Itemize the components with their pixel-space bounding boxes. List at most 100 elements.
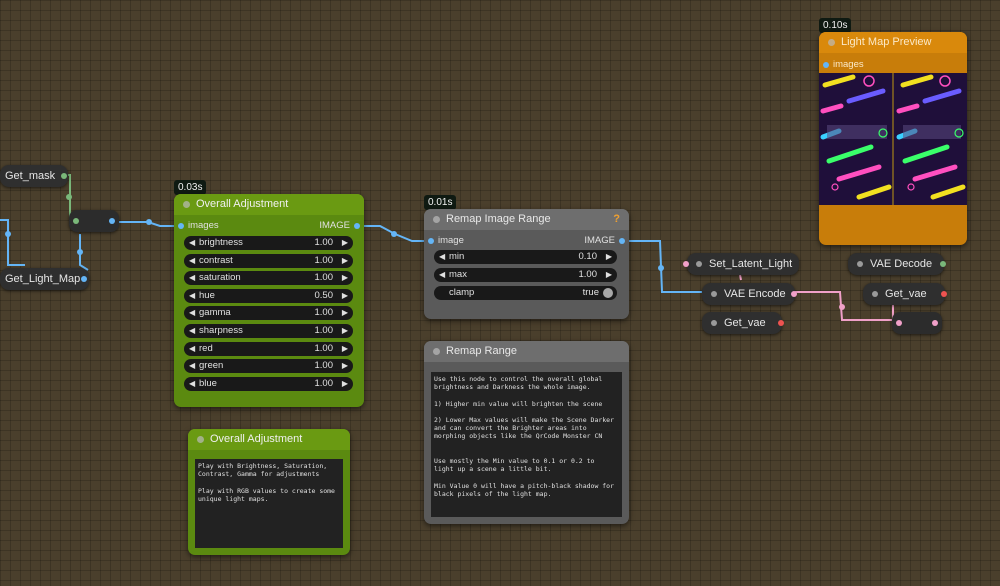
node-title: Remap Range <box>446 345 517 357</box>
decrement-arrow[interactable]: ◀ <box>189 290 196 300</box>
get-vae-left-node[interactable]: Get_vae <box>702 312 784 334</box>
increment-arrow[interactable]: ▶ <box>341 378 348 388</box>
preview-image[interactable] <box>819 73 967 205</box>
output-port[interactable] <box>941 291 947 297</box>
remap-range-note[interactable]: Remap Range Use this node to control the… <box>424 341 629 524</box>
overall-adjustment-note[interactable]: Overall Adjustment Play with Brightness,… <box>188 429 350 555</box>
execution-time-badge: 0.03s <box>174 180 207 195</box>
node-header[interactable]: Remap Image Range ? <box>424 209 629 230</box>
increment-arrow[interactable]: ▶ <box>341 326 348 335</box>
input-port[interactable] <box>896 320 902 326</box>
image-input-label: image <box>438 235 464 246</box>
input-port[interactable] <box>683 261 689 267</box>
decrement-arrow[interactable]: ◀ <box>189 238 196 247</box>
collapse-dot[interactable] <box>197 436 204 443</box>
collapse-dot[interactable] <box>872 291 878 297</box>
output-port[interactable] <box>778 320 784 326</box>
images-input-port[interactable] <box>823 62 829 68</box>
decrement-arrow[interactable]: ◀ <box>189 273 196 283</box>
get-vae-right-node[interactable]: Get_vae <box>863 283 947 305</box>
node-title: Remap Image Range <box>446 213 551 225</box>
image-output-port[interactable] <box>354 223 360 229</box>
decrement-arrow[interactable]: ◀ <box>189 308 196 318</box>
increment-arrow[interactable]: ▶ <box>341 273 348 283</box>
collapse-dot[interactable] <box>711 291 717 297</box>
node-title: Overall Adjustment <box>210 433 303 445</box>
vae-encode-node[interactable]: VAE Encode <box>702 283 797 305</box>
vae-decode-node[interactable]: VAE Decode <box>848 253 946 275</box>
light-map-preview-node[interactable]: Light Map Preview images <box>819 32 967 245</box>
remap-image-range-node[interactable]: Remap Image Range ? image IMAGE ◀ min 0.… <box>424 209 629 319</box>
reroute-node[interactable] <box>892 312 942 334</box>
node-header[interactable]: Light Map Preview <box>819 32 967 53</box>
node-title: Light Map Preview <box>841 36 932 48</box>
node-header[interactable]: Overall Adjustment <box>174 194 364 215</box>
get-light-map-node[interactable]: Get_Light_Map <box>0 268 89 290</box>
slider-widget-saturation[interactable]: ◀saturation 1.00 ▶ <box>184 271 353 286</box>
widget-label: red <box>199 342 213 354</box>
image-output-port[interactable] <box>619 238 625 244</box>
widget-value: 1.00 <box>314 272 334 284</box>
increment-arrow[interactable]: ▶ <box>341 238 348 247</box>
node-header[interactable]: Overall Adjustment <box>188 429 350 450</box>
toggle-knob[interactable] <box>603 288 613 298</box>
help-icon[interactable]: ? <box>613 213 620 225</box>
increment-arrow[interactable]: ▶ <box>341 308 348 318</box>
note-text[interactable]: Play with Brightness, Saturation, Contra… <box>195 459 343 548</box>
decrement-arrow[interactable]: ◀ <box>189 326 196 335</box>
image-input-port[interactable] <box>428 238 434 244</box>
increment-arrow[interactable]: ▶ <box>605 252 612 261</box>
widget-label: green <box>199 360 224 372</box>
collapse-dot[interactable] <box>183 201 190 208</box>
collapse-dot[interactable] <box>433 216 440 223</box>
reroute-node[interactable] <box>69 210 119 232</box>
set-latent-light-node[interactable]: Set_Latent_Light <box>683 253 799 275</box>
decrement-arrow[interactable]: ◀ <box>189 378 196 388</box>
images-input-label: images <box>833 59 864 70</box>
output-port[interactable] <box>61 173 67 179</box>
collapse-dot[interactable] <box>828 39 835 46</box>
increment-arrow[interactable]: ▶ <box>341 290 348 300</box>
node-header[interactable]: Remap Range <box>424 341 629 362</box>
collapse-dot[interactable] <box>696 261 702 267</box>
output-port[interactable] <box>791 291 797 297</box>
increment-arrow[interactable]: ▶ <box>341 361 348 371</box>
clamp-toggle[interactable]: clamp true <box>434 286 617 300</box>
output-port[interactable] <box>940 261 946 267</box>
output-port[interactable] <box>109 218 115 224</box>
get-mask-node[interactable]: Get_mask <box>0 165 68 187</box>
note-text[interactable]: Use this node to control the overall glo… <box>431 372 622 517</box>
output-port[interactable] <box>81 276 87 282</box>
decrement-arrow[interactable]: ◀ <box>189 343 196 353</box>
images-input-port[interactable] <box>178 223 184 229</box>
widget-label: clamp <box>449 287 475 298</box>
decrement-arrow[interactable]: ◀ <box>439 270 446 279</box>
overall-adjustment-node[interactable]: Overall Adjustment images IMAGE ◀brightn… <box>174 194 364 407</box>
collapse-dot[interactable] <box>857 261 863 267</box>
collapse-dot[interactable] <box>433 348 440 355</box>
widget-value: 1.00 <box>314 360 334 372</box>
slider-widget-red[interactable]: ◀red 1.00 ▶ <box>184 341 353 356</box>
widget-label: brightness <box>199 237 243 248</box>
widget-label: saturation <box>199 272 241 284</box>
widget-label: min <box>449 251 465 262</box>
min-widget[interactable]: ◀ min 0.10 ▶ <box>434 250 617 264</box>
output-port[interactable] <box>932 320 938 326</box>
slider-widget-green[interactable]: ◀green 1.00 ▶ <box>184 359 353 374</box>
decrement-arrow[interactable]: ◀ <box>189 361 196 371</box>
increment-arrow[interactable]: ▶ <box>341 255 348 265</box>
decrement-arrow[interactable]: ◀ <box>189 255 196 265</box>
collapse-dot[interactable] <box>711 320 717 326</box>
widget-value: 1.00 <box>314 342 334 354</box>
decrement-arrow[interactable]: ◀ <box>439 252 446 261</box>
increment-arrow[interactable]: ▶ <box>341 343 348 353</box>
increment-arrow[interactable]: ▶ <box>605 270 612 279</box>
max-widget[interactable]: ◀ max 1.00 ▶ <box>434 268 617 282</box>
input-port[interactable] <box>73 218 79 224</box>
